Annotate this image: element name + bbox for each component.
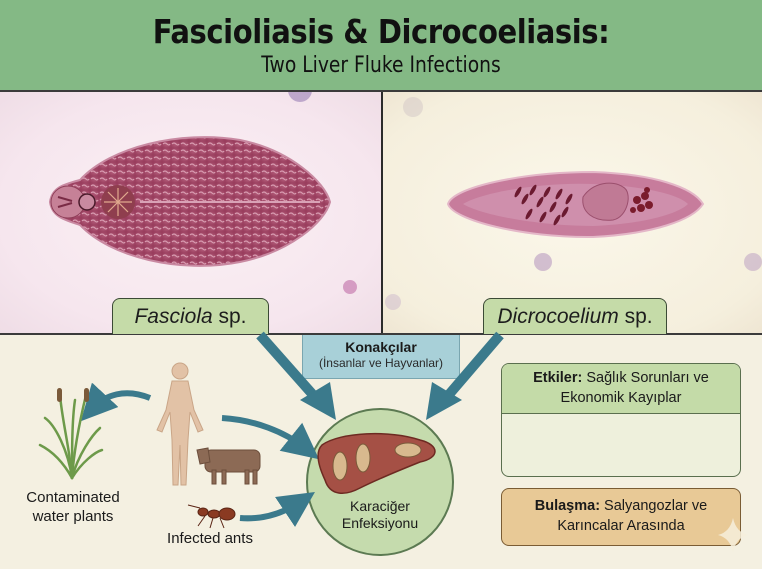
photo-divider	[381, 92, 383, 333]
arrow-fasciola-to-liver	[256, 331, 336, 420]
liver-label-line2: Enfeksiyonu	[341, 515, 419, 531]
fasciola-genus: Fasciola	[134, 304, 213, 328]
fasciola-suffix: sp.	[212, 304, 247, 328]
ant-icon	[187, 504, 236, 529]
arrow-human-to-liver	[221, 415, 320, 460]
transmission-text-1: Salyangozlar ve	[600, 498, 708, 514]
arrow-ant-to-liver	[239, 492, 315, 527]
arrow-dicrocoelium-to-liver	[426, 331, 504, 420]
fasciola-fluke-image	[48, 92, 357, 294]
liver-label: Karaciğer Enfeksiyonu	[306, 498, 454, 532]
cow-icon	[196, 447, 261, 485]
liver-icon	[317, 432, 436, 494]
dicrocoelium-suffix: sp.	[618, 304, 653, 328]
dicrocoelium-genus: Dicrocoelium	[497, 304, 619, 328]
effects-box: Etkiler: Sağlık Sorunları ve Ekonomik Ka…	[501, 363, 741, 477]
dicrocoelium-fluke-image	[385, 97, 762, 310]
arrow-human-to-plant	[80, 382, 152, 422]
plant-label-line1: Contaminated	[26, 489, 120, 506]
transmission-box: Bulaşma: Salyangozlar ve Karıncalar Aras…	[501, 488, 741, 546]
plant-label-line2: water plants	[32, 508, 114, 525]
effects-header: Etkiler: Sağlık Sorunları ve Ekonomik Ka…	[502, 364, 740, 414]
page-subtitle: Two Liver Fluke Infections	[261, 53, 501, 78]
fasciola-micrograph	[0, 92, 381, 333]
hosts-box: Konakçılar (İnsanlar ve Hayvanlar)	[302, 335, 460, 379]
effects-text-2: Ekonomik Kayıplar	[560, 390, 682, 406]
ant-label: Infected ants	[167, 530, 253, 547]
page-title: Fascioliasis & Dicrocoeliasis:	[152, 12, 610, 51]
header-banner: Fascioliasis & Dicrocoeliasis: Two Liver…	[0, 0, 762, 92]
effects-label: Etkiler:	[533, 370, 583, 386]
transmission-text-2: Karıncalar Arasında	[557, 518, 685, 534]
dicrocoelium-micrograph	[383, 92, 762, 333]
transmission-label: Bulaşma:	[534, 498, 601, 514]
liver-label-line1: Karaciğer	[350, 498, 410, 514]
fasciola-label: Fasciola sp.	[112, 298, 269, 334]
human-icon	[156, 362, 204, 486]
photo-bottom-border	[0, 333, 762, 335]
dicrocoelium-label: Dicrocoelium sp.	[483, 298, 667, 334]
plant-label: Contaminated water plants	[8, 488, 138, 526]
hosts-subtitle: (İnsanlar ve Hayvanlar)	[318, 356, 444, 370]
hosts-title: Konakçılar	[345, 339, 417, 355]
water-plant-icon	[38, 388, 104, 480]
effects-text-1: Sağlık Sorunları ve	[582, 370, 709, 386]
